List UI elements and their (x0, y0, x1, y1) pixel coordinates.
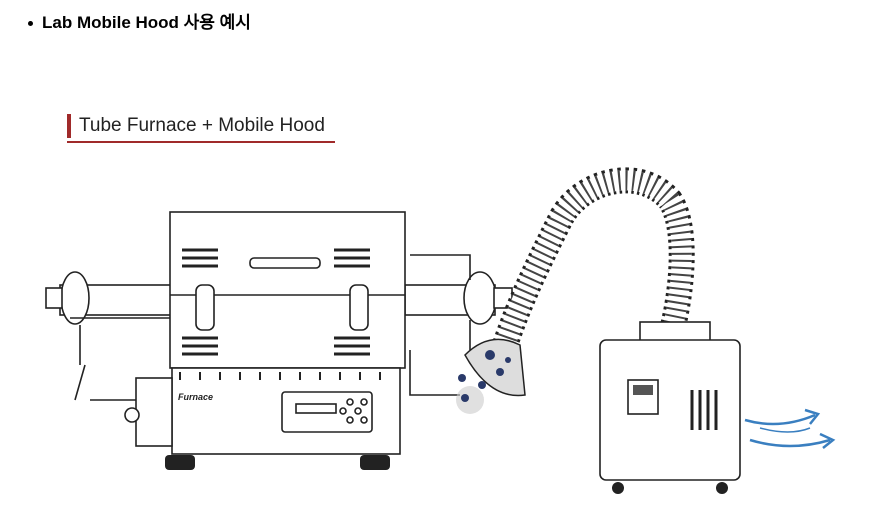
airflow-arrows-icon (744, 408, 836, 449)
mobile-hood-unit (599, 321, 741, 494)
tube-furnace: Furnace (124, 211, 406, 470)
figure-caption: Tube Furnace + Mobile Hood (67, 114, 325, 138)
bullet-icon (28, 21, 33, 27)
heading-text: Lab Mobile Hood 사용 예시 (42, 13, 251, 32)
left-tube-flange (45, 271, 173, 401)
fume-particles-icon (458, 350, 511, 402)
caption-underline (67, 141, 335, 143)
section-heading: Lab Mobile Hood 사용 예시 (28, 8, 251, 33)
hood-capture-cup (456, 338, 526, 414)
furnace-brand-logo: Furnace (178, 392, 213, 402)
